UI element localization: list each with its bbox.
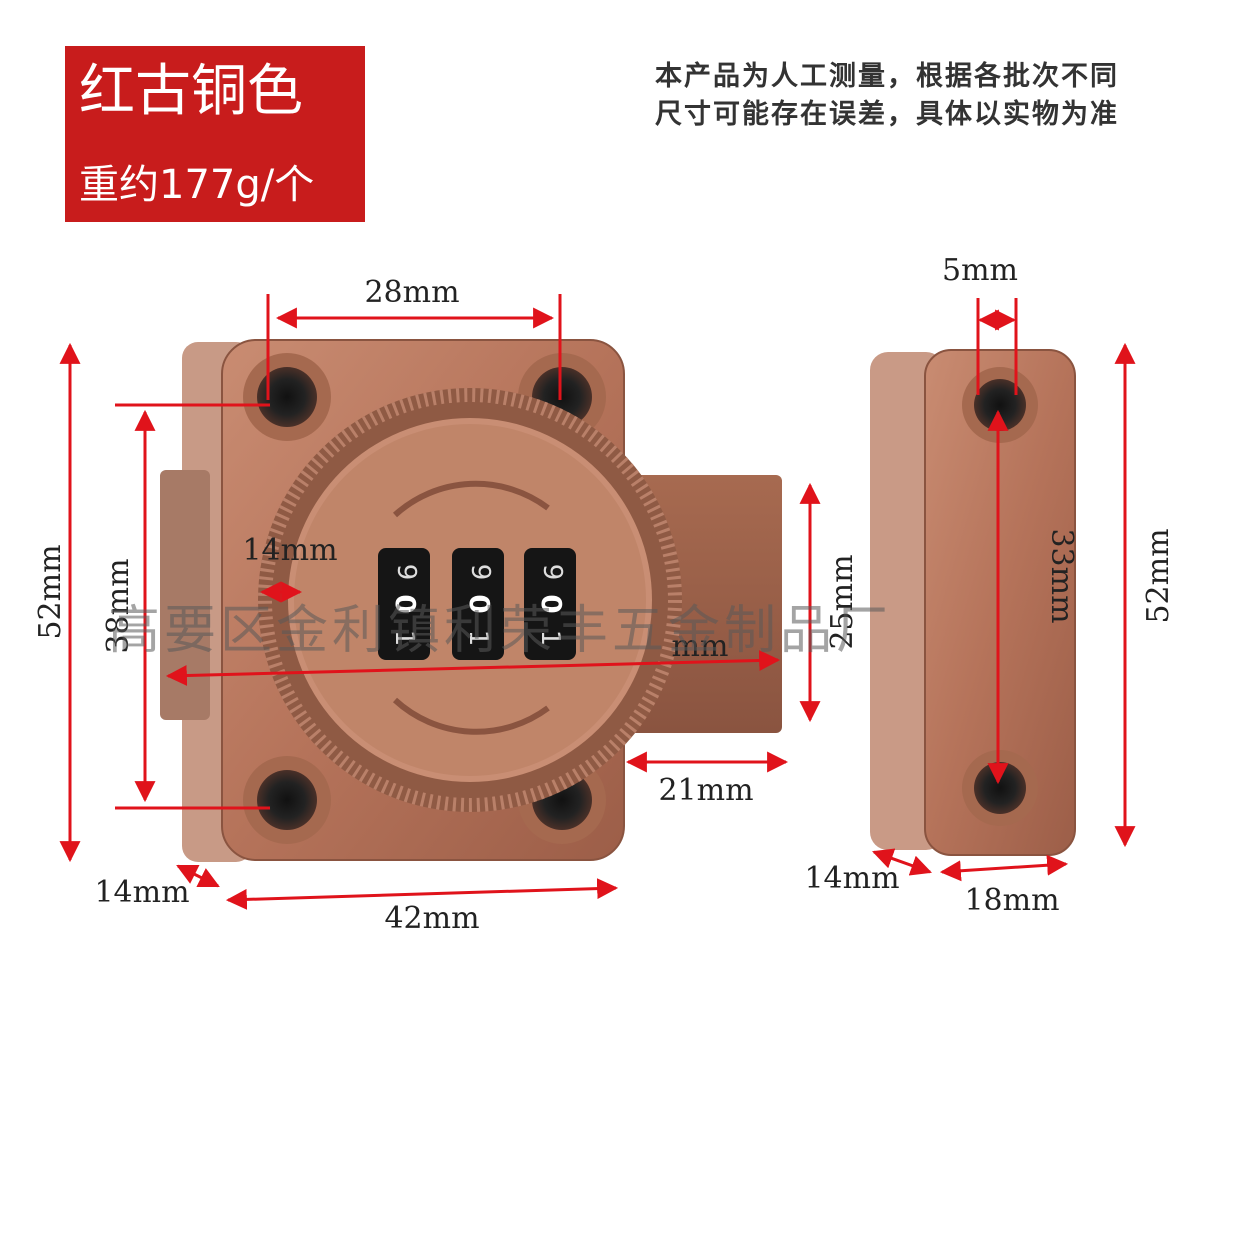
wheel-3-bottom: 1 — [535, 630, 565, 647]
screw-hole-bl — [243, 756, 331, 844]
keeper-plate — [870, 349, 1076, 856]
wheel-1-top: 9 — [391, 564, 421, 581]
measurement-note: 本产品为人工测量，根据各批次不同 尺寸可能存在误差，具体以实物为准 — [655, 58, 1175, 134]
dim-height: 52mm — [33, 544, 68, 639]
dim-bolt-extension: 21mm — [658, 773, 753, 808]
dim-hole-spacing-v: 38mm — [101, 558, 136, 653]
dim-keeper-hole-spacing: 33mm — [1044, 528, 1079, 623]
wheel-3-digit: 0 — [535, 594, 568, 613]
dim-keeper-height: 52mm — [1141, 528, 1176, 623]
wheel-2-bottom: 1 — [463, 630, 493, 647]
weight-label: 重约177g/个 — [79, 162, 315, 208]
keeper-hole-top — [962, 367, 1038, 443]
keeper-hole-bottom — [962, 750, 1038, 826]
note-line-2: 尺寸可能存在误差，具体以实物为准 — [655, 99, 1119, 130]
wheel-3-top: 9 — [537, 564, 567, 581]
dimension-lines — [59, 294, 1136, 910]
wheel-1-bottom: 1 — [389, 630, 419, 647]
color-weight-badge: 红古铜色 重约177g/个 — [65, 46, 365, 222]
dim-depth: 14mm — [94, 875, 189, 910]
dim-width: 42mm — [384, 901, 479, 936]
dim-keeper-width: 18mm — [964, 883, 1059, 918]
dim-keeper-depth: 14mm — [804, 861, 899, 896]
dim-hole-spacing-h: 28mm — [364, 275, 459, 310]
lock-body: 9 0 1 9 0 1 9 0 1 — [160, 339, 782, 862]
wheel-1-digit: 0 — [389, 594, 422, 613]
combination-dial: 9 0 1 9 0 1 9 0 1 — [258, 388, 682, 812]
dim-dial-offset: 14mm — [242, 533, 337, 568]
watermark: 高要区金利镇利荣丰五金制品厂 — [108, 601, 893, 661]
screw-hole-tl — [243, 353, 331, 441]
wheel-2-digit: 0 — [463, 594, 496, 613]
color-name-label: 红古铜色 — [79, 59, 303, 124]
dim-bolt-height: 25mm — [825, 554, 860, 649]
note-line-1: 本产品为人工测量，根据各批次不同 — [655, 61, 1119, 92]
wheel-2-top: 9 — [465, 564, 495, 581]
dim-bolt-length: mm — [672, 629, 729, 664]
dim-keeper-hole: 5mm — [942, 253, 1018, 288]
